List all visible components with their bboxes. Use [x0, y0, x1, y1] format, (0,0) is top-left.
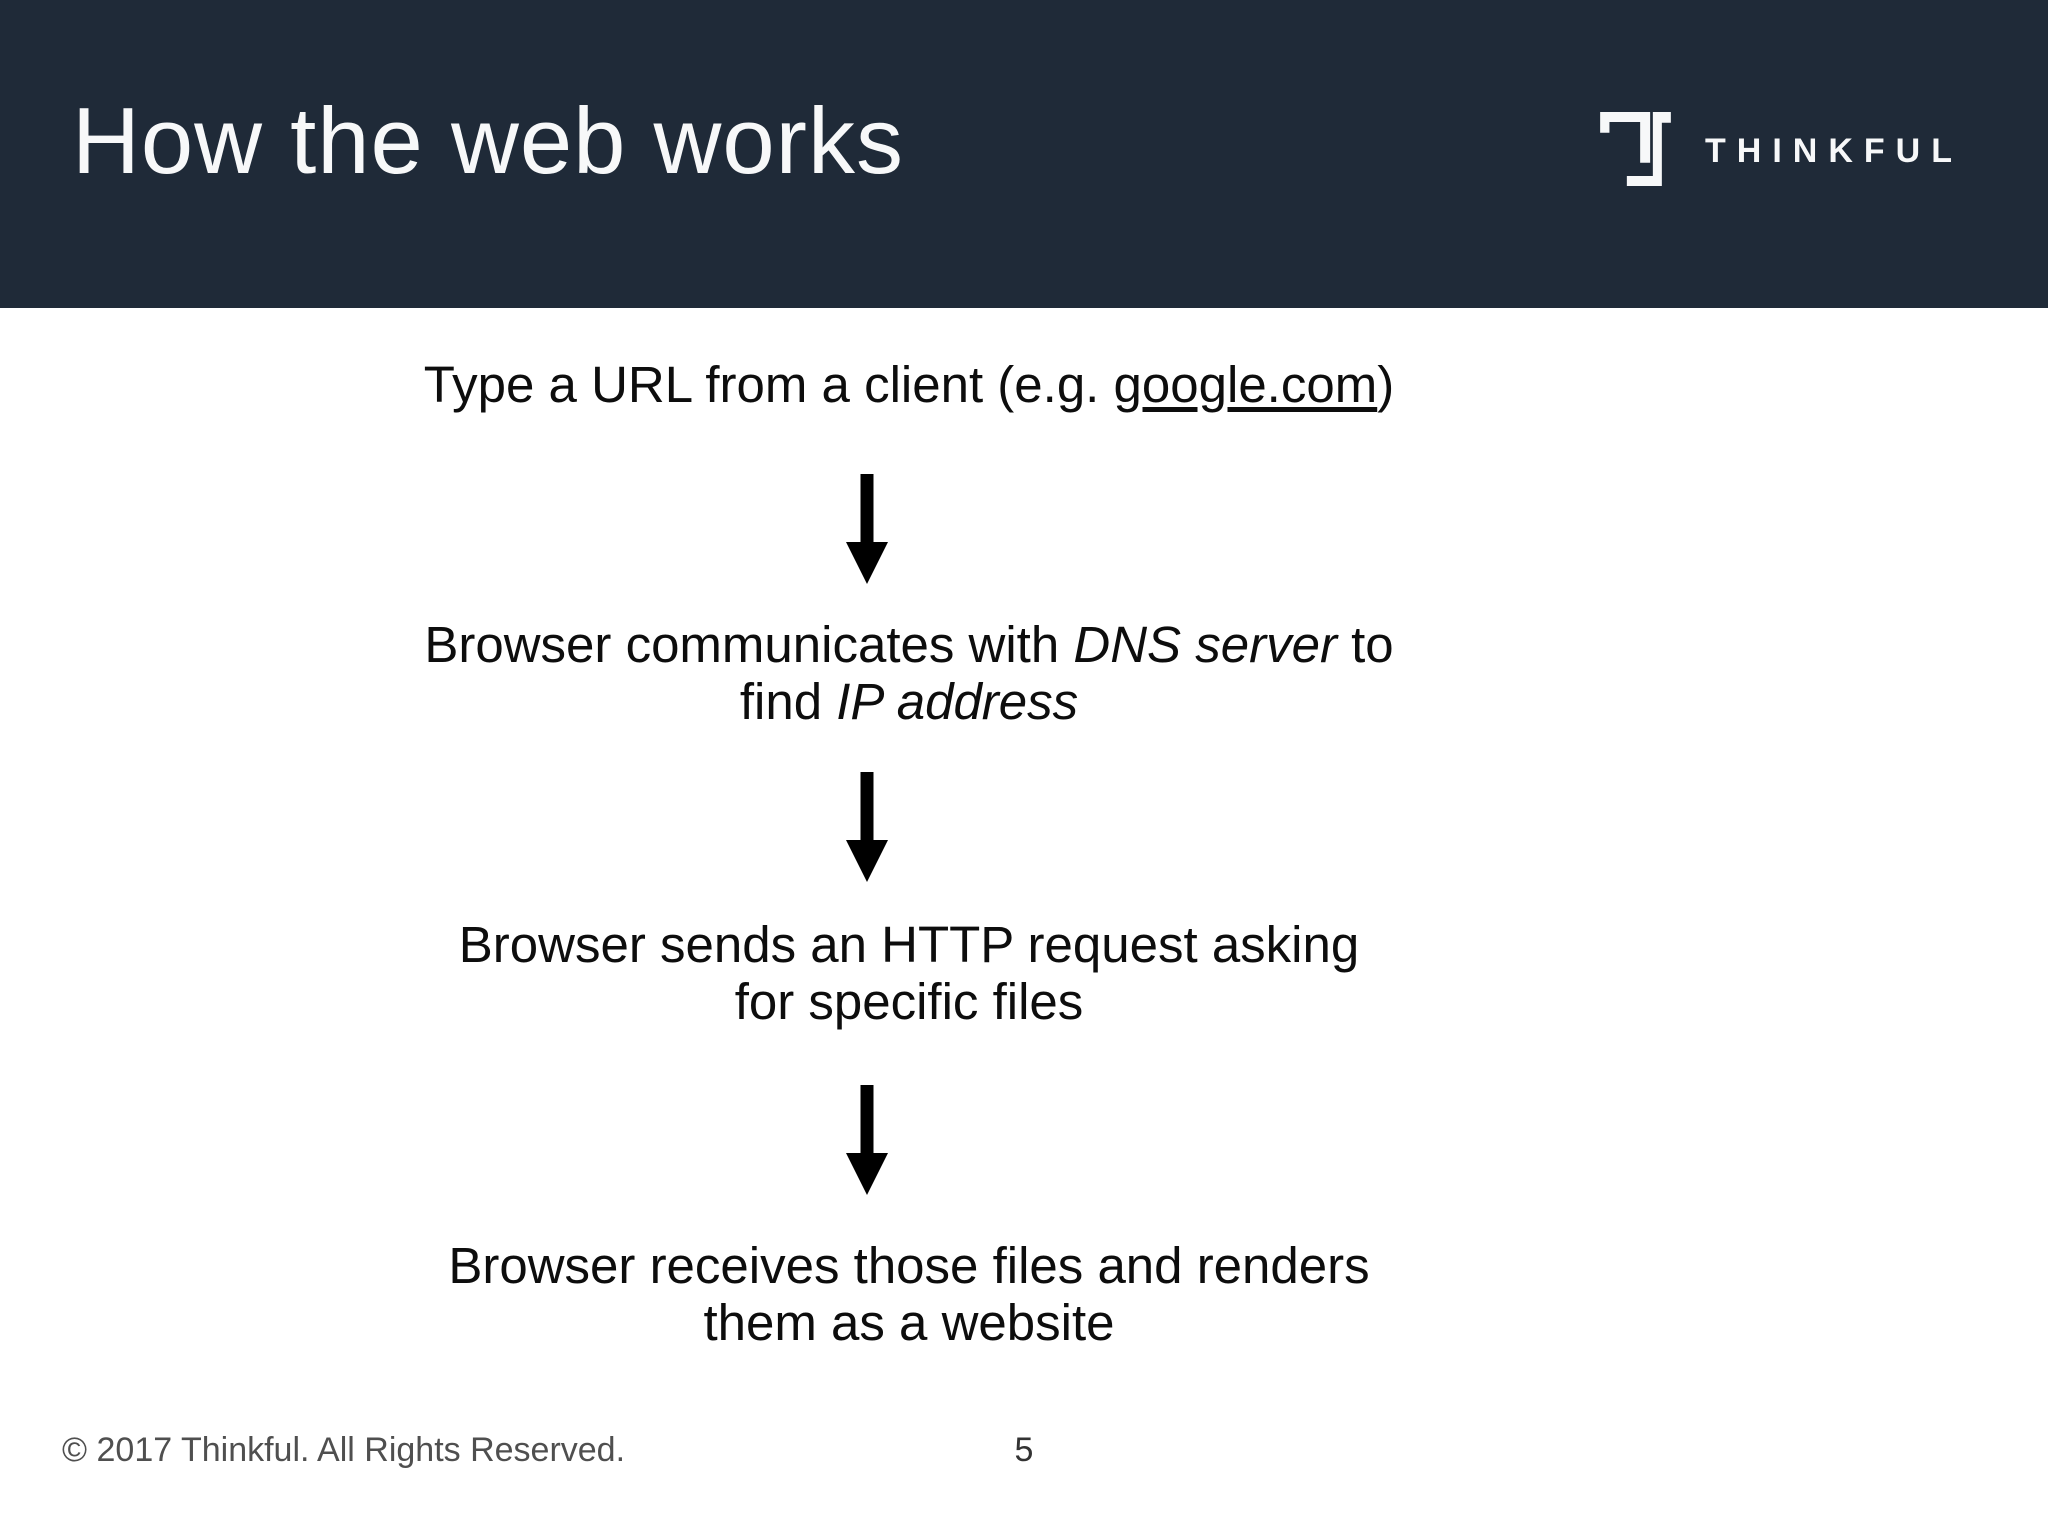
step4-line1: Browser receives those files and renders	[448, 1237, 1370, 1294]
step1-text-end: )	[1377, 356, 1395, 413]
flow-step-render-website: Browser receives those files and renders…	[0, 1237, 1818, 1351]
header-bar: How the web works THINKFUL	[0, 0, 2048, 308]
down-arrow-icon	[846, 1085, 888, 1195]
flow-step-type-url: Type a URL from a client (e.g. google.co…	[0, 356, 1818, 413]
flow-step-dns-lookup: Browser communicates with DNS server to …	[0, 616, 1818, 730]
flow-step-http-request: Browser sends an HTTP request asking for…	[0, 916, 1818, 1030]
page-number: 5	[1014, 1431, 1034, 1469]
thinkful-logo: THINKFUL	[1600, 110, 1963, 188]
step3-line2: for specific files	[734, 973, 1084, 1030]
down-arrow-icon	[846, 772, 888, 882]
step3-line1: Browser sends an HTTP request asking	[458, 916, 1360, 973]
step2-ip-address-italic: IP address	[836, 673, 1079, 730]
down-arrow-icon	[846, 474, 888, 584]
step2-line2: find	[739, 673, 837, 730]
step1-text: Type a URL from a client (e.g.	[423, 356, 1114, 413]
step4-line2: them as a website	[703, 1294, 1115, 1351]
thinkful-logo-icon	[1600, 112, 1671, 186]
copyright-text: © 2017 Thinkful. All Rights Reserved.	[62, 1431, 626, 1469]
google-com-link[interactable]: google.com	[1113, 356, 1378, 413]
page-title: How the web works	[72, 88, 904, 193]
step2-line1-end: to	[1336, 616, 1394, 673]
thinkful-wordmark: THINKFUL	[1705, 131, 1963, 170]
step2-dns-server-italic: DNS server	[1073, 616, 1337, 673]
step2-line1: Browser communicates with	[424, 616, 1074, 673]
